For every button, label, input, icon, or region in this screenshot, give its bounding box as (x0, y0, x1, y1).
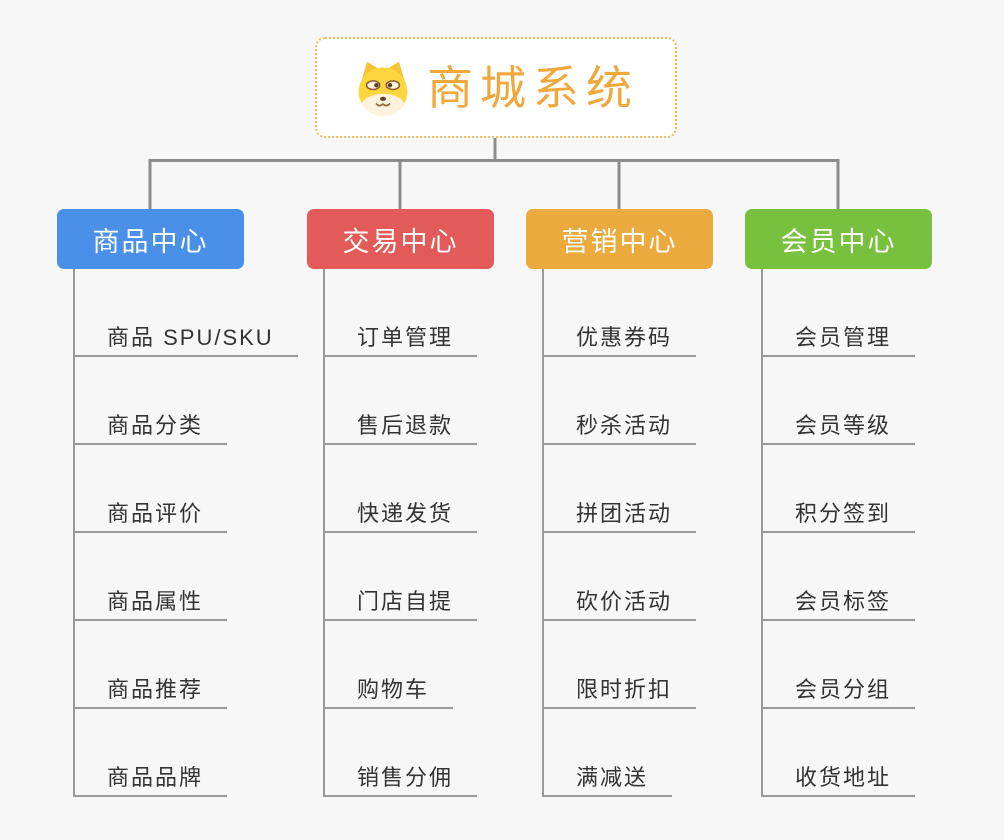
mindmap-node[interactable]: 订单管理 (325, 269, 478, 357)
root-node[interactable]: 商城系统 (315, 37, 677, 138)
branch-node-product-center[interactable]: 商品中心 (57, 209, 244, 269)
branch-children: 会员管理 会员等级 积分签到 会员标签 会员分组 收货地址 (761, 269, 975, 797)
mindmap-node[interactable]: 会员等级 (763, 357, 916, 445)
mindmap-node[interactable]: 满减送 (544, 709, 673, 797)
branch-marketing-center: 营销中心 优惠券码 秒杀活动 拼团活动 砍价活动 限时折扣 满减送 (526, 209, 756, 797)
mindmap-node[interactable]: 积分签到 (763, 445, 916, 533)
mindmap-node[interactable]: 商品分类 (75, 357, 228, 445)
mindmap-node[interactable]: 商品推荐 (75, 621, 228, 709)
mindmap-node[interactable]: 销售分佣 (325, 709, 478, 797)
branch-node-trade-center[interactable]: 交易中心 (307, 209, 494, 269)
mindmap-node[interactable]: 购物车 (325, 621, 454, 709)
branch-title: 会员中心 (780, 226, 897, 257)
mindmap-node[interactable]: 优惠券码 (544, 269, 697, 357)
mindmap-node[interactable]: 会员标签 (763, 533, 916, 621)
branch-product-center: 商品中心 商品 SPU/SKU 商品分类 商品评价 商品属性 商品推荐 商品品牌 (57, 209, 298, 797)
branch-title: 营销中心 (561, 226, 678, 257)
branch-children: 优惠券码 秒杀活动 拼团活动 砍价活动 限时折扣 满减送 (542, 269, 756, 797)
root-title: 商城系统 (427, 61, 639, 114)
mindmap-node[interactable]: 会员分组 (763, 621, 916, 709)
branch-member-center: 会员中心 会员管理 会员等级 积分签到 会员标签 会员分组 收货地址 (745, 209, 975, 797)
dog-face-icon (358, 61, 408, 116)
branch-node-marketing-center[interactable]: 营销中心 (526, 209, 713, 269)
branch-title: 商品中心 (92, 226, 209, 257)
mindmap-node[interactable]: 收货地址 (763, 709, 916, 797)
mindmap-node[interactable]: 快递发货 (325, 445, 478, 533)
branch-node-member-center[interactable]: 会员中心 (745, 209, 932, 269)
branch-children: 商品 SPU/SKU 商品分类 商品评价 商品属性 商品推荐 商品品牌 (73, 269, 298, 797)
branch-children: 订单管理 售后退款 快递发货 门店自提 购物车 销售分佣 (323, 269, 537, 797)
mindmap-node[interactable]: 砍价活动 (544, 533, 697, 621)
branch-title: 交易中心 (342, 226, 459, 257)
mindmap-node[interactable]: 门店自提 (325, 533, 478, 621)
mindmap-node[interactable]: 拼团活动 (544, 445, 697, 533)
mindmap-node[interactable]: 售后退款 (325, 357, 478, 445)
mindmap-node[interactable]: 秒杀活动 (544, 357, 697, 445)
mindmap-node[interactable]: 会员管理 (763, 269, 916, 357)
mindmap-node[interactable]: 商品 SPU/SKU (75, 269, 298, 357)
mindmap-node[interactable]: 商品属性 (75, 533, 228, 621)
mindmap-node[interactable]: 商品评价 (75, 445, 228, 533)
mindmap-node[interactable]: 限时折扣 (544, 621, 697, 709)
branch-trade-center: 交易中心 订单管理 售后退款 快递发货 门店自提 购物车 销售分佣 (307, 209, 537, 797)
mindmap-node[interactable]: 商品品牌 (75, 709, 228, 797)
